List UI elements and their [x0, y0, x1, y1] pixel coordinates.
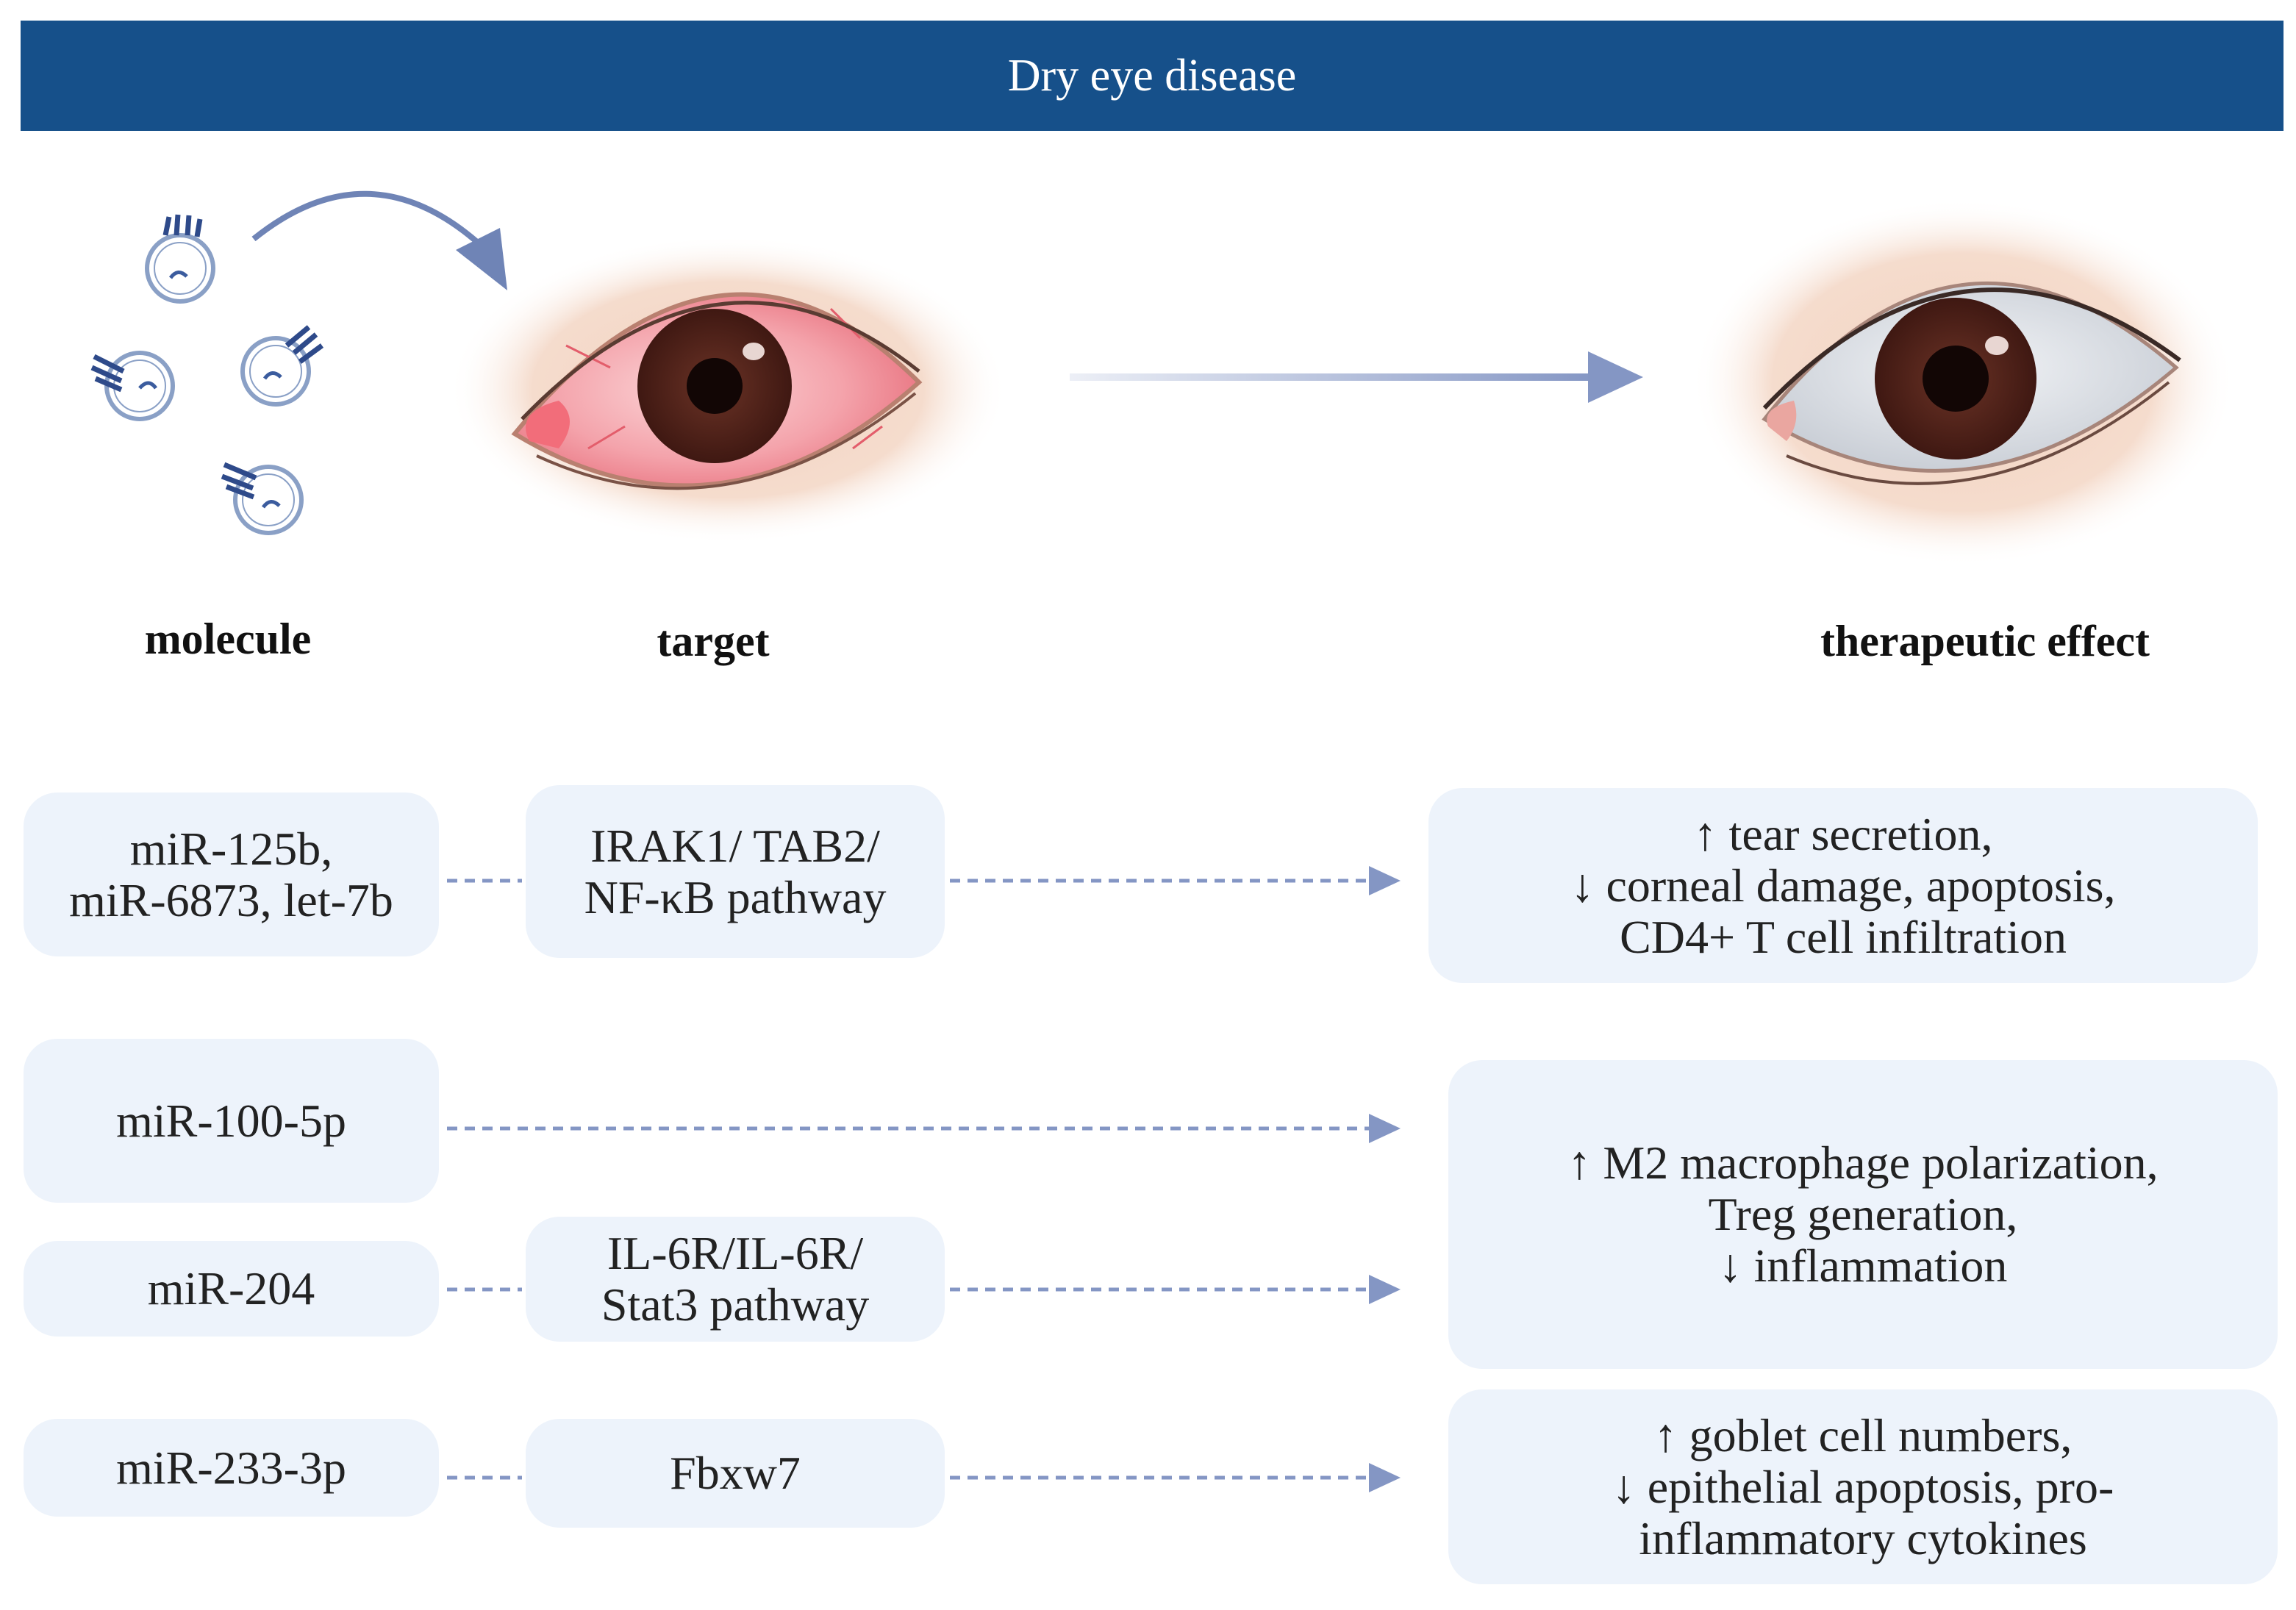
heading-target: target — [657, 617, 770, 665]
molecule-box-4: miR-233-3p — [24, 1419, 439, 1517]
heading-molecule: molecule — [144, 615, 312, 663]
exosome-icon — [145, 214, 215, 304]
molecule-box-1: miR-125b, miR-6873, let-7b — [24, 793, 439, 956]
effect-box-3: ↑ goblet cell numbers, ↓ epithelial apop… — [1448, 1389, 2278, 1584]
arrowhead-row-2 — [1369, 1114, 1401, 1143]
effect-text: Treg generation, — [1708, 1188, 2018, 1240]
molecule-text: miR-233-3p — [116, 1441, 346, 1494]
effect-text: ↓ inflammation — [1718, 1239, 2008, 1292]
target-text: NF-κB pathway — [584, 870, 887, 923]
molecule-box-2: miR-100-5p — [24, 1039, 439, 1203]
healthy-eye-icon — [1691, 198, 2235, 566]
curved-arrow-icon — [251, 190, 507, 290]
effect-text: inflammatory cytokines — [1639, 1511, 2087, 1564]
red-eye-icon — [448, 235, 1007, 544]
effect-box-1: ↑ tear secretion, ↓ corneal damage, apop… — [1428, 788, 2258, 983]
molecule-text: miR-100-5p — [116, 1094, 346, 1147]
title-banner: Dry eye disease — [21, 21, 2284, 131]
effect-text: ↓ corneal damage, apoptosis, — [1570, 859, 2116, 912]
effect-text: ↑ M2 macrophage polarization, — [1567, 1137, 2159, 1189]
exosome-icon — [90, 351, 175, 421]
molecule-text: miR-6873, let-7b — [69, 873, 393, 926]
arrowhead-row-3 — [1369, 1275, 1401, 1304]
target-box-4: Fbxw7 — [526, 1419, 945, 1528]
target-text: IL-6R/IL-6R/ — [607, 1227, 864, 1279]
target-box-1: IRAK1/ TAB2/ NF-κB pathway — [526, 785, 945, 958]
effect-box-2: ↑ M2 macrophage polarization, Treg gener… — [1448, 1060, 2278, 1369]
arrowhead-row-1 — [1369, 866, 1401, 895]
molecule-box-3: miR-204 — [24, 1241, 439, 1337]
page-title: Dry eye disease — [1007, 50, 1297, 101]
molecule-text: miR-204 — [147, 1262, 315, 1314]
effect-text: CD4+ T cell infiltration — [1620, 910, 2067, 963]
effect-text: ↑ tear secretion, — [1693, 807, 1993, 860]
exosome-icon — [240, 325, 324, 407]
target-text: Fbxw7 — [670, 1447, 801, 1499]
target-box-3: IL-6R/IL-6R/ Stat3 pathway — [526, 1217, 945, 1342]
exosome-icon — [221, 462, 304, 535]
arrowhead-row-4 — [1369, 1463, 1401, 1492]
target-text: Stat3 pathway — [601, 1278, 870, 1331]
target-text: IRAK1/ TAB2/ — [590, 819, 880, 872]
heading-effect: therapeutic effect — [1820, 617, 2150, 665]
effect-text: ↓ epithelial apoptosis, pro- — [1612, 1460, 2114, 1513]
progression-arrow-icon — [1070, 351, 1643, 403]
molecule-text: miR-125b, — [129, 822, 333, 875]
effect-text: ↑ goblet cell numbers, — [1653, 1409, 2073, 1461]
